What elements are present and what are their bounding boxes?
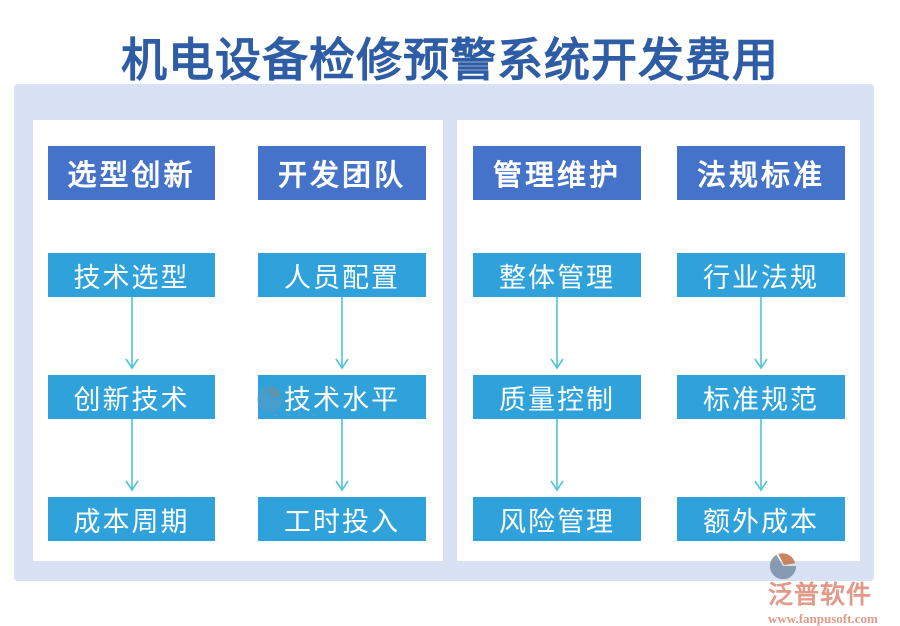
flow-item-box: 标准规范 xyxy=(677,375,845,419)
arrow-down-icon xyxy=(752,297,770,375)
flow-header-box: 开发团队 xyxy=(258,146,426,200)
flow-column-kaifa: 开发团队 人员配置 技术水平 工时投入 xyxy=(258,146,426,541)
arrow-down-icon xyxy=(548,297,566,375)
flow-item-box: 技术选型 xyxy=(48,253,215,297)
flow-header-box: 选型创新 xyxy=(48,146,215,200)
brand-logo-icon xyxy=(769,553,797,580)
arrow-down-icon xyxy=(123,419,141,497)
brand-watermark-faint: 泛普软件 xyxy=(255,384,315,416)
flow-item-box: 技术水平 xyxy=(258,375,426,419)
flow-header-box: 管理维护 xyxy=(473,146,641,200)
flow-item-box: 成本周期 xyxy=(48,497,215,541)
brand-name: 泛普软件 xyxy=(768,582,873,609)
flow-header-box: 法规标准 xyxy=(677,146,845,200)
flow-item-box: 风险管理 xyxy=(473,497,641,541)
arrow-down-icon xyxy=(333,297,351,375)
flow-item-box: 行业法规 xyxy=(677,253,845,297)
card-left: 选型创新 技术选型 创新技术 成本周期 开发团队 人员配置 技术水平 工时投入 xyxy=(33,120,443,561)
flow-column-xuanxing: 选型创新 技术选型 创新技术 成本周期 xyxy=(48,146,215,541)
brand-watermark: 泛普软件 www.fanpusoft.com xyxy=(768,551,900,626)
brand-url: www.fanpusoft.com xyxy=(768,611,878,626)
arrow-down-icon xyxy=(752,419,770,497)
flow-item-box: 创新技术 xyxy=(48,375,215,419)
flow-column-fagui: 法规标准 行业法规 标准规范 额外成本 xyxy=(677,146,845,541)
flow-item-box: 整体管理 xyxy=(473,253,641,297)
brand-name: 泛普软件 xyxy=(255,414,315,416)
card-right: 管理维护 整体管理 质量控制 风险管理 法规标准 行业法规 标准规范 额外成本 xyxy=(457,120,860,561)
brand-logo-icon xyxy=(256,386,284,413)
flow-column-guanli: 管理维护 整体管理 质量控制 风险管理 xyxy=(473,146,641,541)
flow-item-box: 工时投入 xyxy=(258,497,426,541)
flow-item-box: 人员配置 xyxy=(258,253,426,297)
arrow-down-icon xyxy=(123,297,141,375)
arrow-down-icon xyxy=(333,419,351,497)
diagram-title: 机电设备检修预警系统开发费用 xyxy=(121,35,779,86)
arrow-down-icon xyxy=(548,419,566,497)
flow-item-box: 质量控制 xyxy=(473,375,641,419)
panel-background: 选型创新 技术选型 创新技术 成本周期 开发团队 人员配置 技术水平 工时投入 xyxy=(14,84,874,581)
flow-item-box: 额外成本 xyxy=(677,497,845,541)
